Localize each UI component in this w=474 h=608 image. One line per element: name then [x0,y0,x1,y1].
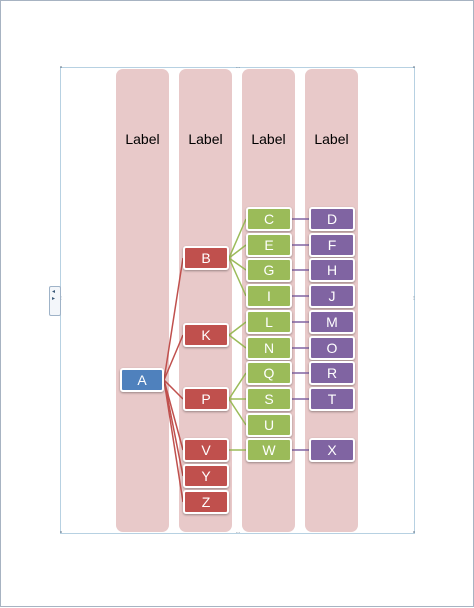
resize-handle-top-right-icon[interactable]: ∘ [412,65,416,71]
resize-handle-bottom-icon[interactable]: ∙∙∙ [235,530,241,536]
column-label-1[interactable]: Label [125,131,160,147]
node-y[interactable]: Y [183,464,229,488]
column-label-4[interactable]: Label [314,131,349,147]
node-a[interactable]: A [120,368,164,392]
node-i[interactable]: I [246,284,292,308]
expand-text-pane-icon: ◂ [52,289,56,295]
text-pane-toggle-button[interactable]: ◂ ▸ [49,286,61,316]
node-x[interactable]: X [309,438,355,462]
node-n[interactable]: N [246,336,292,360]
node-v[interactable]: V [183,438,229,462]
node-r[interactable]: R [309,361,355,385]
column-label-3[interactable]: Label [251,131,286,147]
smartart-frame[interactable]: ∘ ∙∙∙ ∘ ⁝ ⁝ ∘ ∙∙∙ ∘ [59,65,416,536]
resize-handle-bottom-left-icon[interactable]: ∘ [59,530,63,536]
node-c[interactable]: C [246,207,292,231]
node-z[interactable]: Z [183,490,229,514]
node-s[interactable]: S [246,387,292,411]
node-u[interactable]: U [246,413,292,437]
node-p[interactable]: P [183,387,229,411]
node-h[interactable]: H [309,258,355,282]
resize-handle-right-icon[interactable]: ⁝ [413,296,415,302]
node-t[interactable]: T [309,387,355,411]
node-j[interactable]: J [309,284,355,308]
expand-text-pane-icon: ▸ [52,296,56,302]
resize-handle-top-left-icon[interactable]: ∘ [59,65,63,71]
node-k[interactable]: K [183,323,229,347]
node-f[interactable]: F [309,233,355,257]
node-e[interactable]: E [246,233,292,257]
node-q[interactable]: Q [246,361,292,385]
resize-handle-top-icon[interactable]: ∙∙∙ [235,65,241,71]
node-g[interactable]: G [246,258,292,282]
resize-handle-bottom-right-icon[interactable]: ∘ [412,530,416,536]
node-o[interactable]: O [309,336,355,360]
node-d[interactable]: D [309,207,355,231]
node-l[interactable]: L [246,310,292,334]
node-b[interactable]: B [183,246,229,270]
column-label-2[interactable]: Label [188,131,223,147]
column-band-1 [116,69,169,532]
node-w[interactable]: W [246,438,292,462]
node-m[interactable]: M [309,310,355,334]
